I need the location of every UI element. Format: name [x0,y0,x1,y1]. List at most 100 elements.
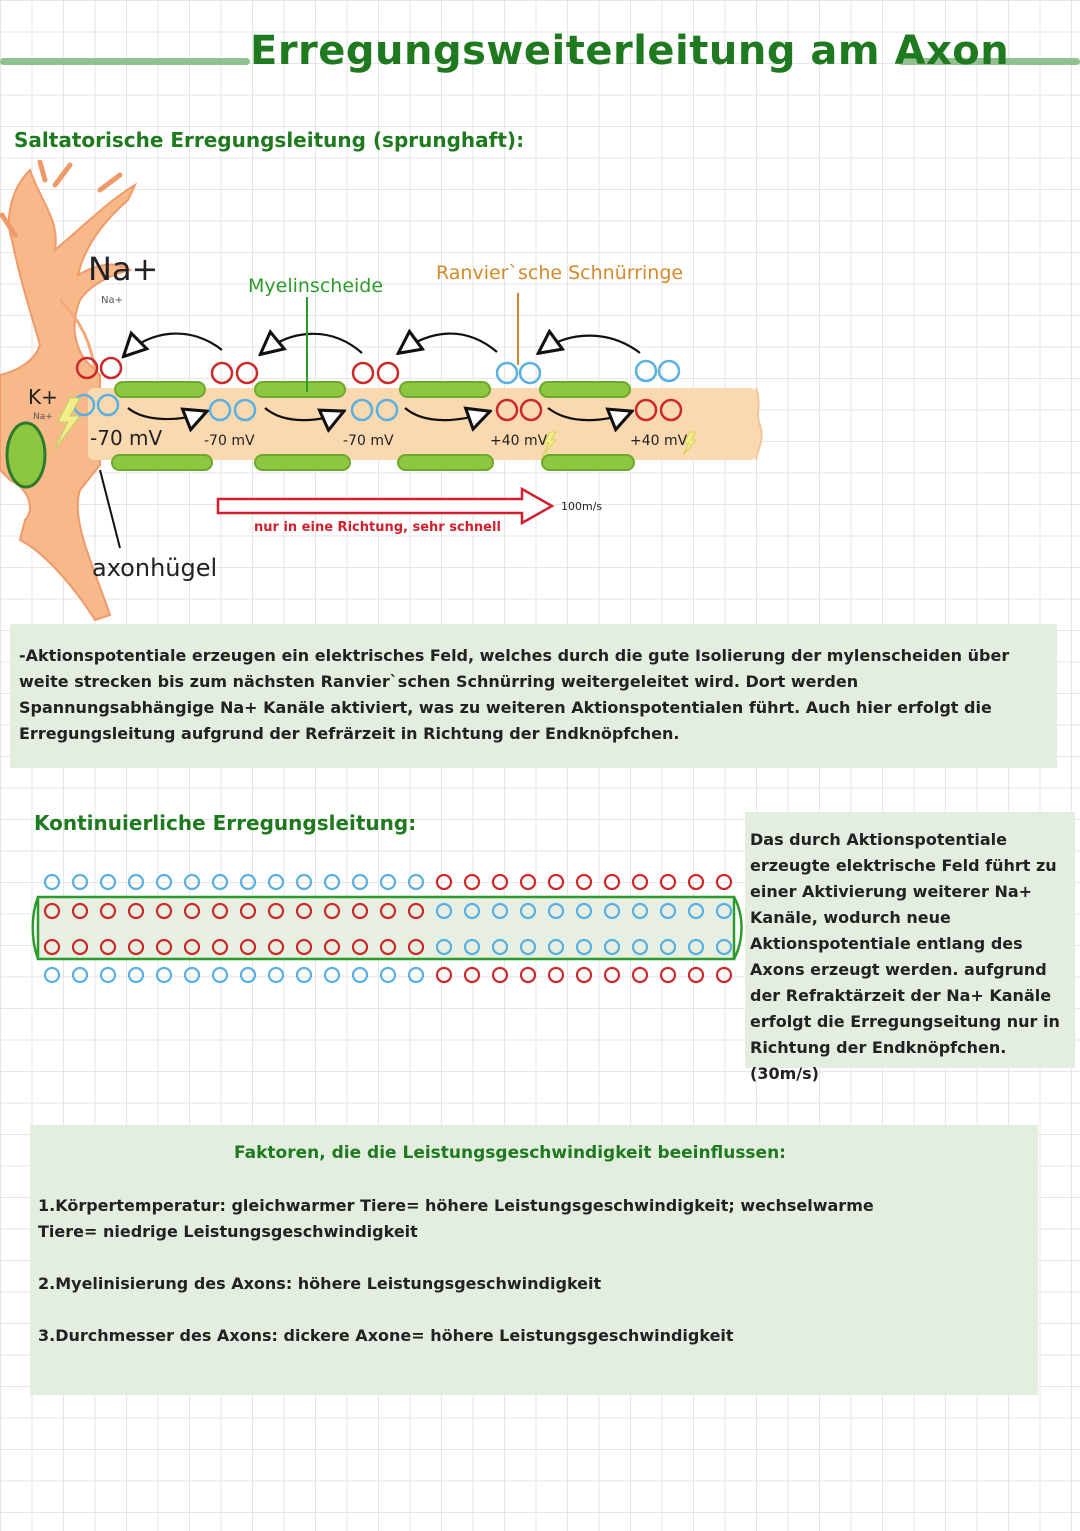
k-ion [71,966,89,984]
potential-label: -70 mV [343,433,394,449]
k-ion [687,938,705,956]
k-ion [631,902,649,920]
k-ion [323,873,341,891]
lightning-icon [53,397,82,451]
na-ion [491,873,509,891]
k-ion [575,938,593,956]
k-ion [519,902,537,920]
potential-label: +40 mV [630,433,688,449]
na-ion [239,938,257,956]
continuous-heading: Kontinuierliche Erregungsleitung: [34,811,417,835]
na-ion [235,361,259,385]
saltatory-explanation-box: -Aktionspotentiale erzeugen ein elektris… [10,624,1057,768]
current-arrow [404,408,488,420]
k-ion [519,938,537,956]
na-ion [547,873,565,891]
continuous-explanation: Das durch Aktionspotentiale erzeugte ele… [750,830,1060,1083]
k-ion [631,938,649,956]
na-ion [407,938,425,956]
na-ion [295,938,313,956]
k-ion [211,966,229,984]
myelin-sheath [399,381,491,398]
na-ion [631,966,649,984]
myelin-label: Myelinscheide [248,275,383,297]
k-ion [155,873,173,891]
k-ion [659,938,677,956]
current-arrow [125,334,223,355]
saltatory-diagram: Na+ Na+ K+ Na+ Myelinscheide Ranvier`sch… [0,160,763,622]
na-ion [495,398,519,422]
k-ion [351,873,369,891]
na-label: Na+ [88,250,158,288]
na-ion [127,938,145,956]
k-ion [435,902,453,920]
na-ion [99,356,123,380]
k-ion [295,873,313,891]
na-ion [659,398,683,422]
k-ion [323,966,341,984]
direction-arrow [216,486,555,526]
k-ion [715,902,733,920]
na-ion [715,966,733,984]
myelin-sheath [541,454,635,471]
na-ion [155,902,173,920]
na-ion [351,361,375,385]
k-ion [547,938,565,956]
k-ion [211,873,229,891]
na-ion [210,361,234,385]
k-ion [687,902,705,920]
lightning-icon [682,431,698,456]
k-ion [547,902,565,920]
k-ion [267,966,285,984]
k-small-label: Na+ [33,412,53,422]
k-ion [407,873,425,891]
k-ion [96,393,120,417]
na-ion [379,938,397,956]
na-ion [75,356,99,380]
potential-label: +40 mV [490,433,548,449]
k-ion [463,938,481,956]
na-ion [435,873,453,891]
k-ion [43,966,61,984]
current-arrow [262,334,363,353]
na-ion [575,966,593,984]
axon-right-cap [732,896,743,960]
na-ion [295,902,313,920]
na-ion [351,902,369,920]
na-ion [463,873,481,891]
k-ion [239,873,257,891]
k-ion [71,873,89,891]
k-ion [127,873,145,891]
axon [88,388,756,460]
na-ion [659,873,677,891]
myelin-end-cell [5,421,47,489]
k-ion [99,873,117,891]
current-arrow [264,407,342,420]
k-ion [491,902,509,920]
k-ion [267,873,285,891]
k-ion [295,966,313,984]
k-ion [127,966,145,984]
hillock-pointer [99,469,121,549]
k-ion [183,966,201,984]
na-ion [519,873,537,891]
k-ion [518,361,542,385]
na-ion [239,902,257,920]
na-ion [687,873,705,891]
k-ion [634,359,658,383]
myelin-sheath [114,381,206,398]
na-small-label: Na+ [101,295,123,306]
k-ion [603,902,621,920]
k-ion [715,938,733,956]
title-right-line [898,58,1080,65]
myelin-sheaths [111,381,635,471]
na-ion [211,902,229,920]
na-ion [715,873,733,891]
na-ion [687,966,705,984]
k-ion [155,966,173,984]
k-ion [407,966,425,984]
inner-arrows [127,407,630,420]
saltatory-explanation: -Aktionspotentiale erzeugen ein elektris… [19,646,1010,743]
myelin-sheath [254,454,351,471]
ion-rows [43,873,733,984]
